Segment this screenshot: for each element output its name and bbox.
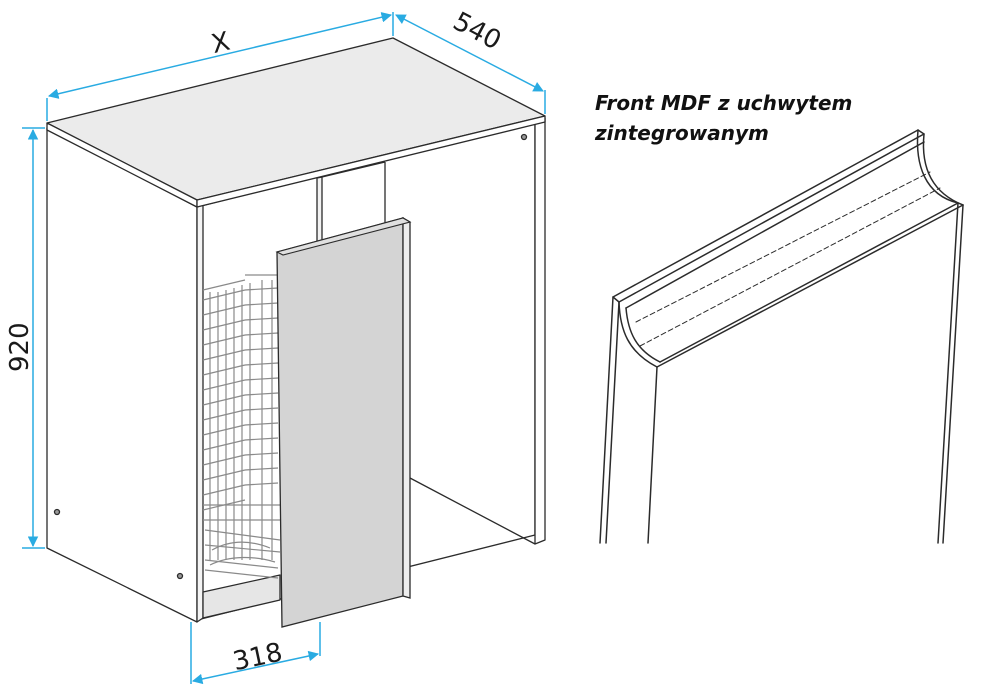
dimension-depth-label: 540	[448, 7, 506, 57]
mdf-front-profile	[599, 129, 964, 544]
cabinet-right-side	[534, 117, 546, 545]
note-line-1: Front MDF z uchwytem	[595, 91, 853, 115]
dimension-width	[47, 12, 393, 99]
cabinet-left-side	[46, 127, 198, 623]
dimension-depth	[395, 14, 544, 92]
door-front-panel	[276, 217, 404, 628]
mdf-front-note: Front MDF z uchwytem zintegrowanym	[595, 88, 852, 148]
screw-hole	[176, 572, 184, 580]
screw-hole	[520, 133, 528, 141]
dimension-opening	[191, 650, 320, 685]
dimension-height-label: 920	[5, 322, 35, 372]
dimension-lines	[22, 12, 546, 685]
cabinet-bottom	[202, 574, 281, 619]
screw-hole	[53, 508, 61, 516]
note-line-2: zintegrowanym	[595, 121, 769, 145]
wire-basket	[202, 274, 281, 579]
cabinet-door	[275, 216, 412, 628]
dimension-opening-label: 318	[230, 638, 285, 678]
dimension-width-label: X	[209, 27, 233, 60]
